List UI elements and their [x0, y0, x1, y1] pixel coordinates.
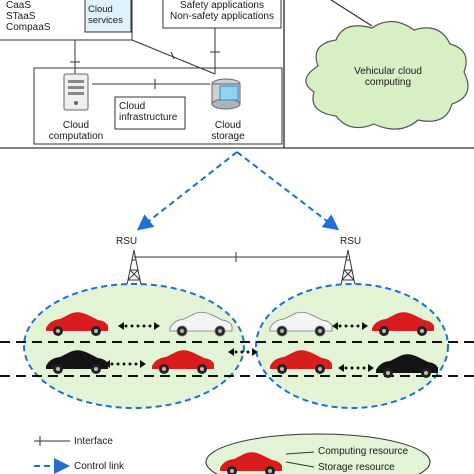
- vehicular-cloud-label: Vehicular cloud computing: [354, 66, 422, 88]
- cloud-services-inner-box: [84, 0, 132, 33]
- legend-computing-resource-label: Computing resource: [318, 446, 409, 457]
- vehicular-cloud-shape: [305, 20, 469, 130]
- rsu-left-label: RSU: [116, 236, 138, 247]
- rsu-tower-left-icon: [125, 249, 143, 291]
- service-staas-label: STaaS: [6, 11, 36, 22]
- legend-control-link-label: Control link: [74, 461, 125, 472]
- server-icon: [63, 73, 89, 111]
- v2v-link-icon: [228, 348, 258, 356]
- infrastructure-container: [33, 67, 283, 145]
- cloud-infrastructure-label: Cloud infrastructure: [119, 101, 178, 123]
- coverage-area-right: [255, 283, 449, 409]
- cloud-storage-label: Cloud storage: [211, 120, 245, 142]
- control-link-right: [236, 151, 340, 231]
- v2v-link-icon: [118, 322, 160, 330]
- applications-box: [162, 0, 282, 29]
- safety-applications-label: Safety applications: [180, 0, 264, 11]
- cloud-services-label: Cloud services: [88, 4, 123, 26]
- cloud-computation-label: Cloud computation: [48, 120, 104, 142]
- v2v-link-icon: [104, 360, 146, 368]
- applications-list: Safety applications Non-safety applicati…: [164, 0, 280, 22]
- legend-pointer-line: [285, 451, 315, 455]
- v2v-link-icon: [338, 364, 374, 372]
- service-compaas-label: CompaaS: [6, 22, 51, 33]
- storage-icon: [211, 78, 241, 110]
- non-safety-applications-label: Non-safety applications: [170, 11, 274, 22]
- service-caas-label: CaaS: [6, 0, 32, 11]
- cloud-panel-frame: [0, 0, 285, 149]
- legend-pointer-line: [285, 461, 315, 468]
- control-link-left: [136, 151, 238, 231]
- rsu-right-label: RSU: [340, 236, 362, 247]
- cloud-infrastructure-box: [114, 96, 186, 130]
- v2v-link-icon: [332, 322, 368, 330]
- service-list: CaaS STaaS CompaaS: [6, 0, 50, 33]
- cloud-services-box: [0, 0, 133, 41]
- rsu-tower-right-icon: [339, 249, 357, 291]
- legend-interface-label: Interface: [74, 436, 113, 447]
- coverage-area-left: [23, 283, 245, 409]
- panel-connector-top: [330, 0, 373, 27]
- legend-storage-resource-label: Storage resource: [318, 462, 395, 473]
